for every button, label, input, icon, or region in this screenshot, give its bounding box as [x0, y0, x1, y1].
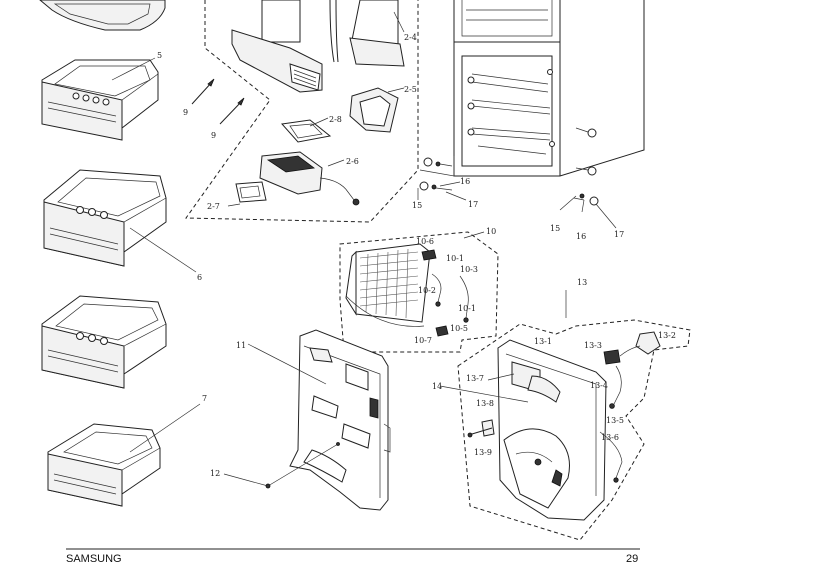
group-2-boundary: [185, 0, 419, 223]
part-2-5-cover: [349, 87, 399, 133]
footer-brand: SAMSUNG: [66, 553, 122, 565]
callout-13-7: 13-7: [466, 374, 484, 383]
callout-13-6: 13-6: [601, 433, 619, 442]
callout-10-6: 10-6: [416, 237, 434, 246]
callout-2-5: 2-5: [404, 85, 417, 94]
callout-10-1a: 10-1: [446, 254, 464, 263]
callout-13: 13: [577, 278, 587, 287]
callout-13-1: 13-1: [534, 337, 552, 346]
drawer-7b: [47, 423, 161, 507]
group-10-boundary: [339, 231, 499, 353]
callout-13-2: 13-2: [658, 331, 676, 340]
hinge-fasteners-right: [573, 127, 599, 206]
callout-2-4: 2-4: [404, 33, 417, 42]
callout-10-5: 10-5: [450, 324, 468, 333]
callout-12: 12: [210, 469, 220, 478]
callout-13-3: 13-3: [584, 341, 602, 350]
drawer-6: [43, 169, 167, 267]
arrow-9b: [219, 97, 245, 125]
callout-10-7: 10-7: [414, 336, 432, 345]
callout-10: 10: [486, 227, 496, 236]
callout-15b: 15: [550, 224, 560, 233]
shelf-top-partial: [39, 0, 166, 31]
callout-5: 5: [157, 51, 162, 60]
callout-9a: 9: [183, 108, 188, 117]
callout-13-5: 13-5: [606, 416, 624, 425]
part-2-8-plate: [281, 119, 332, 143]
callout-2-7: 2-7: [207, 202, 220, 211]
callout-16b: 16: [576, 232, 586, 241]
group-13-boundary: [457, 319, 691, 541]
arrow-9a: [191, 78, 215, 105]
callout-10-1b: 10-1: [458, 304, 476, 313]
callout-17b: 17: [614, 230, 624, 239]
callout-13-9: 13-9: [474, 448, 492, 457]
part-11-door-liner: [289, 329, 391, 511]
callout-10-2: 10-2: [418, 286, 436, 295]
part-2-bracket-duct: [231, 0, 323, 93]
part-2-6-fan-assembly: [259, 151, 360, 206]
hinge-fasteners-left: [419, 157, 453, 191]
callout-2-6: 2-6: [346, 157, 359, 166]
callout-15a: 15: [412, 201, 422, 210]
callout-17a: 17: [468, 200, 478, 209]
part-2-4-duct: [329, 0, 405, 67]
part-2-7-cover: [235, 181, 267, 203]
callout-14: 14: [432, 382, 442, 391]
callout-16a: 16: [460, 177, 470, 186]
callout-9b: 9: [211, 131, 216, 140]
callout-13-8: 13-8: [476, 399, 494, 408]
fridge-cabinet: [419, 0, 645, 177]
drawer-5: [41, 59, 159, 141]
part-13-dispenser-housing: [497, 339, 607, 521]
part-10-small-parts: [421, 249, 469, 337]
drawer-7a: [41, 295, 167, 389]
footer-page-number: 29: [626, 553, 638, 565]
part-10-evaporator: [345, 243, 431, 327]
callout-11: 11: [236, 341, 246, 350]
callout-7: 7: [202, 394, 207, 403]
part-13-electrical-parts: [467, 331, 661, 483]
callout-6: 6: [197, 273, 202, 282]
callout-10-3: 10-3: [460, 265, 478, 274]
callout-2-8: 2-8: [329, 115, 342, 124]
callout-13-4: 13-4: [590, 381, 608, 390]
